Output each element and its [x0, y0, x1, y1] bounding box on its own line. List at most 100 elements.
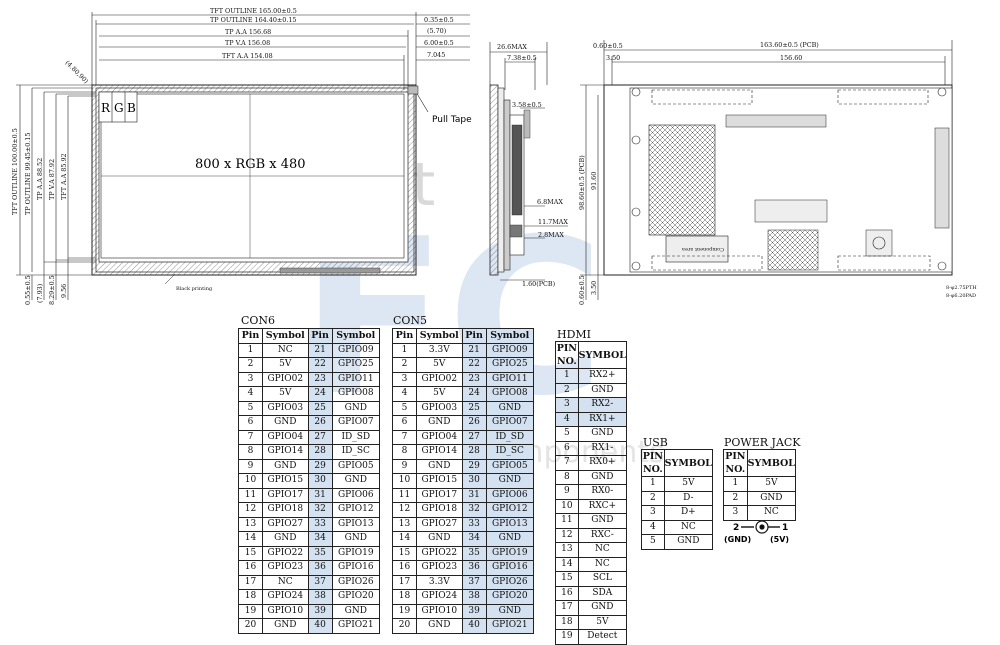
table-cell: 1	[392, 342, 417, 358]
table-cell: ID_SC	[331, 444, 381, 460]
table-cell: GPIO26	[485, 574, 535, 590]
dim-left-tft-outline: TFT OUTLINE 100.00±0.5	[11, 128, 19, 215]
table-cell: ID_SC	[485, 444, 535, 460]
pj-label-5v: (5V)	[770, 535, 789, 544]
table-cell: RX0+	[577, 455, 628, 471]
table-cell: 38	[307, 589, 333, 605]
dim-left-tft-aa: TFT A.A 85.92	[60, 153, 68, 200]
table-cell: 30	[307, 473, 333, 489]
table-cell: 5V	[577, 614, 628, 630]
hdmi-title: HDMI	[557, 328, 592, 341]
table-cell: RX1+	[577, 411, 628, 427]
table-cell: RX1-	[577, 440, 628, 456]
side-dim-7: 1.60(PCB)	[522, 280, 555, 288]
black-printing-label: Black printing	[176, 286, 213, 292]
table-cell: GND	[485, 473, 535, 489]
table-cell: 16	[392, 560, 417, 576]
table-cell: GPIO11	[485, 371, 535, 387]
side-view: 26.6MAX 7.38±0.5 3.58±0.5 6.8MAX 11.7MAX…	[489, 42, 568, 288]
usb-title: USB	[643, 436, 668, 449]
table-cell: 5V	[746, 476, 797, 492]
table-cell: GPIO10	[415, 603, 463, 619]
table-cell: 1	[238, 342, 263, 358]
table-cell: GPIO16	[331, 560, 381, 576]
table-cell: 3	[641, 505, 665, 521]
table-cell: 12	[392, 502, 417, 518]
table-cell: 9	[555, 484, 579, 500]
table-cell: GPIO22	[261, 545, 309, 561]
column-header: Symbol	[261, 328, 309, 344]
table-cell: GPIO03	[261, 400, 309, 416]
table-cell: 37	[307, 574, 333, 590]
side-dim-1: 26.6MAX	[497, 43, 527, 51]
table-cell: GPIO02	[415, 371, 463, 387]
con6-title: CON6	[241, 314, 276, 327]
table-cell: 14	[238, 531, 263, 547]
table-cell: 2	[723, 490, 748, 506]
table-cell: 4	[555, 411, 579, 427]
table-cell: GPIO08	[485, 386, 535, 402]
table-cell: 1	[555, 368, 579, 384]
dim-tft-aa: TFT A.A 154.08	[222, 52, 273, 60]
table-cell: GND	[577, 513, 628, 529]
table-cell: GPIO24	[261, 589, 309, 605]
table-cell: 5	[392, 400, 417, 416]
table-cell: 33	[307, 516, 333, 532]
table-cell: GPIO22	[415, 545, 463, 561]
table-cell: GPIO11	[331, 371, 381, 387]
con5-title: CON5	[393, 314, 428, 327]
side-dim-5: 11.7MAX	[538, 218, 568, 226]
table-cell: 36	[307, 560, 333, 576]
table-cell: GPIO17	[261, 487, 309, 503]
back-view: 0.60±0.5 163.60±0.5 (PCB) 3.50 156.60 98…	[578, 40, 977, 305]
back-dim-6: 91.60	[590, 172, 598, 190]
table-cell: RX0-	[577, 484, 628, 500]
table-cell: GPIO08	[331, 386, 381, 402]
table-cell: 10	[392, 473, 417, 489]
usb-connector	[754, 199, 828, 223]
table-cell: 10	[555, 498, 579, 514]
table-cell: 25	[307, 400, 333, 416]
table-cell: 10	[238, 473, 263, 489]
dim-right-1: 0.35±0.5	[424, 16, 454, 24]
table-cell: GND	[331, 603, 381, 619]
table-cell: 3	[555, 397, 579, 413]
table-cell: 15	[392, 545, 417, 561]
table-cell: GND	[415, 618, 463, 634]
table-cell: GPIO14	[261, 444, 309, 460]
table-cell: D-	[663, 490, 714, 506]
table-cell: 6	[392, 415, 417, 431]
table-cell: 7	[555, 455, 579, 471]
table-cell: D+	[663, 505, 714, 521]
table-cell: GPIO19	[485, 545, 535, 561]
table-cell: 28	[307, 444, 333, 460]
back-dim-2: 163.60±0.5 (PCB)	[760, 41, 819, 49]
table-cell: 13	[238, 516, 263, 532]
table-header-row: PIN NO.SYMBOL	[555, 341, 628, 369]
resolution-label: 800 x RGB x 480	[195, 157, 306, 172]
holes-pth: 8-φ2.75PTH	[946, 285, 977, 291]
table-cell: 30	[461, 473, 487, 489]
table-header-row: PIN NO.SYMBOL	[723, 449, 797, 477]
